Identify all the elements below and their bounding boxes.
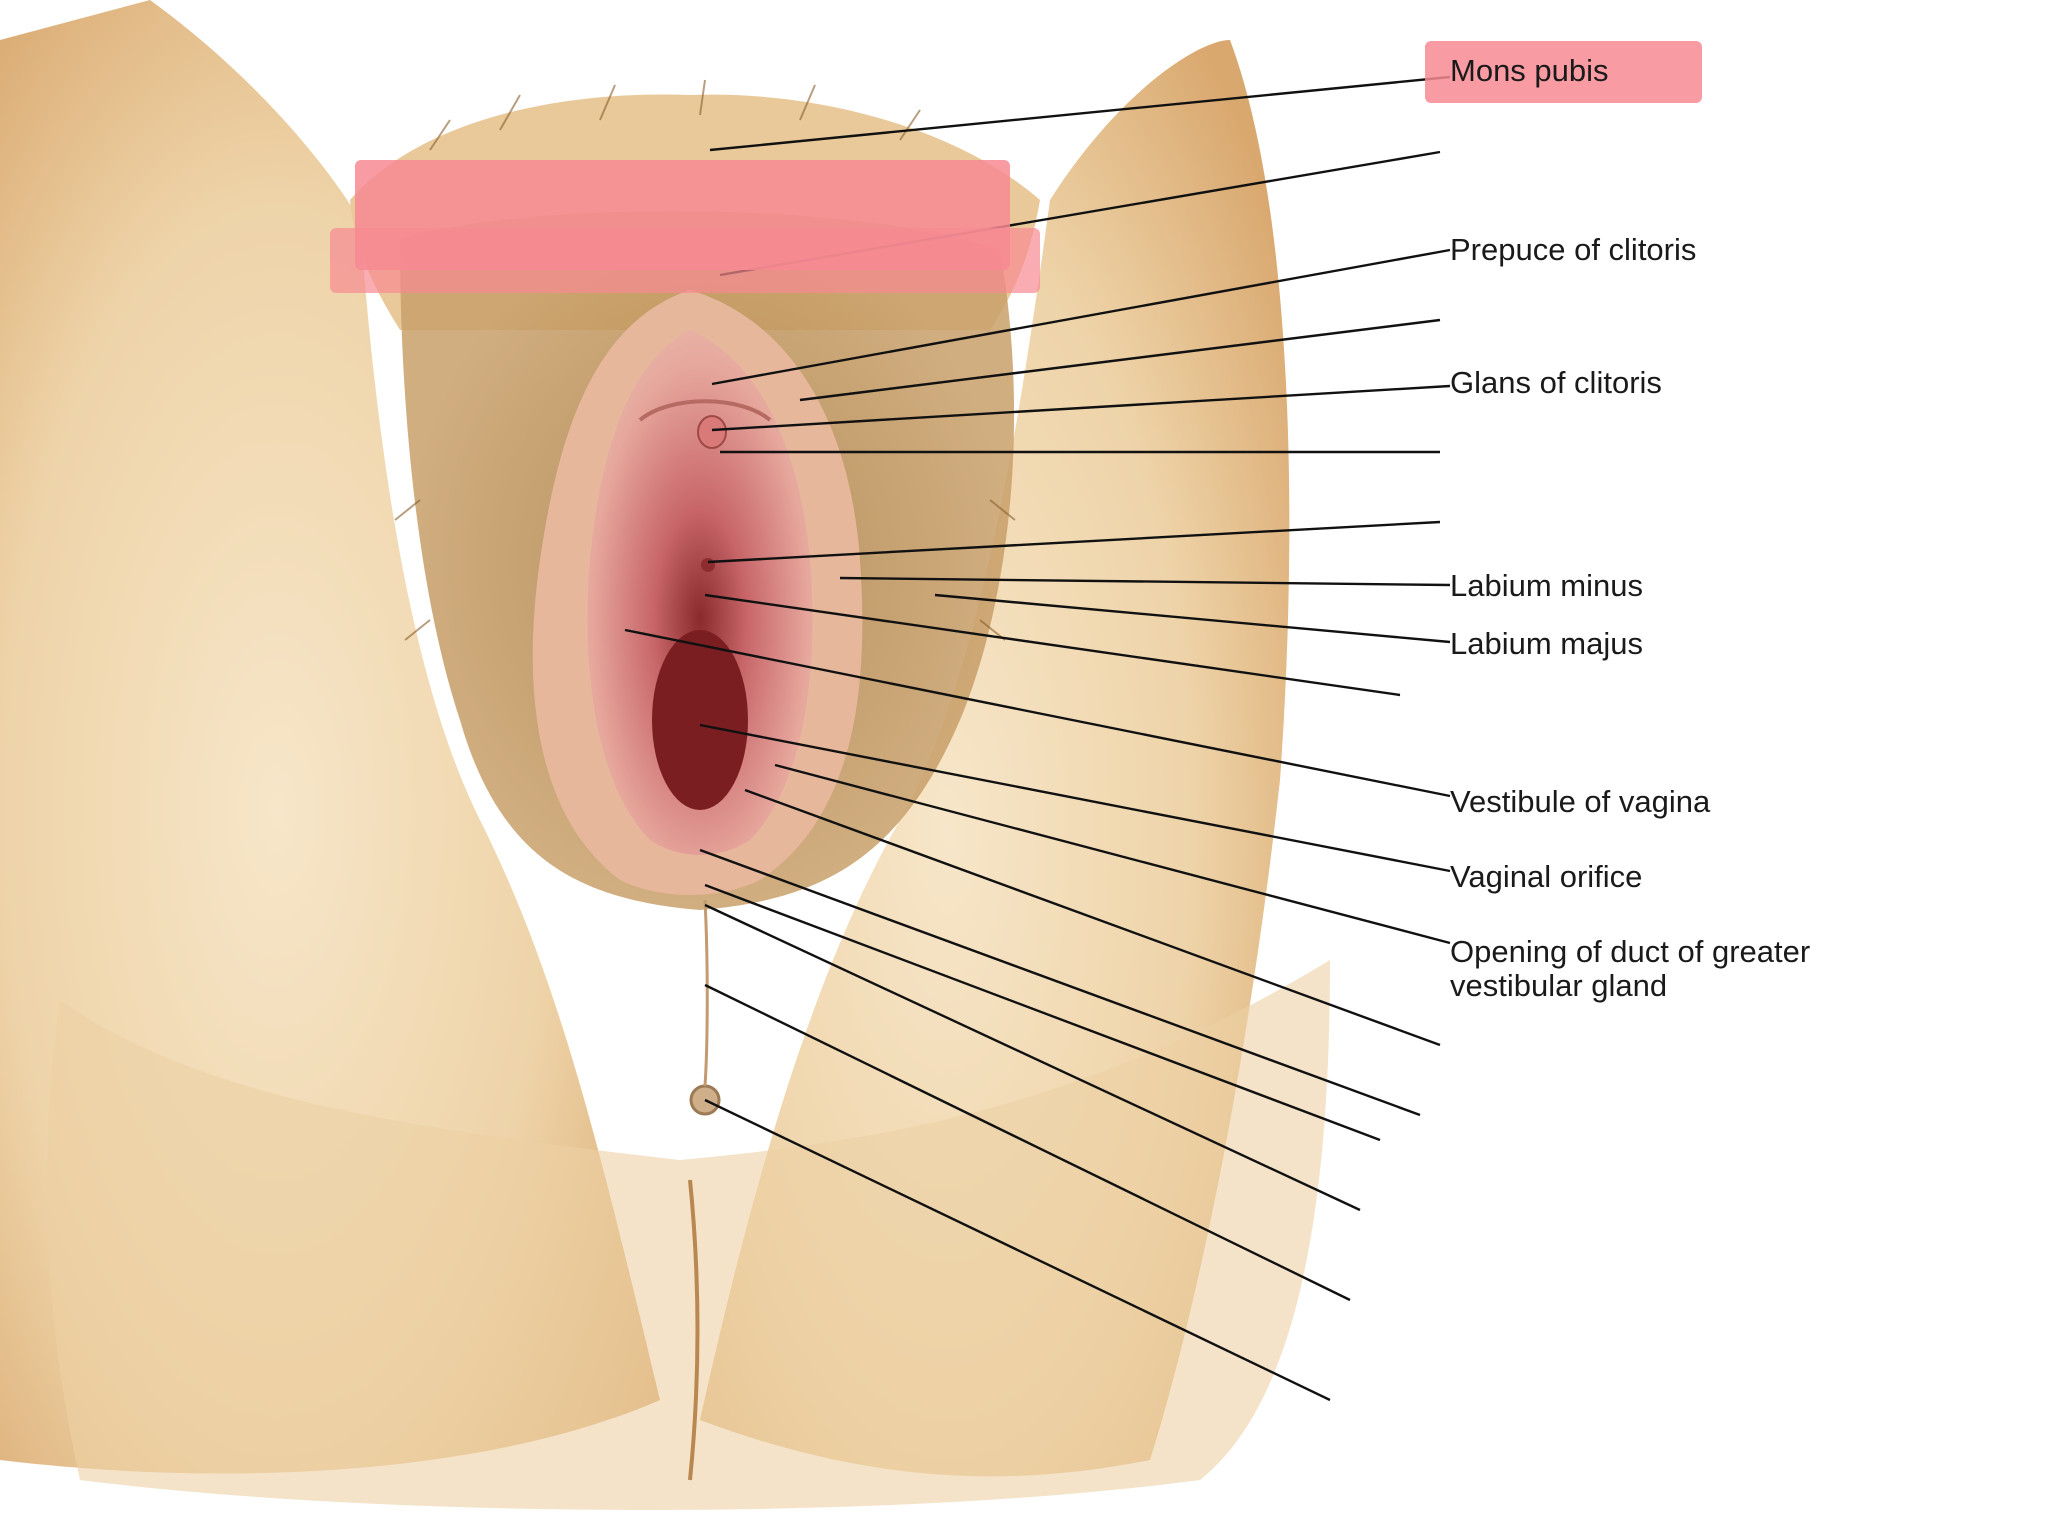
mons-label-highlight: [1425, 41, 1702, 103]
buttocks: [46, 960, 1330, 1510]
mons-highlight-band-lower: [330, 228, 1040, 293]
label-vestibule-of-vagina: Vestibule of vagina: [1450, 784, 1711, 819]
label-labium-majus: Labium majus: [1450, 626, 1643, 661]
label-labium-minus: Labium minus: [1450, 568, 1643, 603]
label-mons-pubis: Mons pubis: [1450, 53, 1609, 88]
vestibule-shape: [587, 330, 813, 855]
label-vaginal-orifice: Vaginal orifice: [1450, 859, 1643, 894]
label-opening-of-duct: Opening of duct of greater vestibular gl…: [1450, 934, 1811, 1003]
label-glans-of-clitoris: Glans of clitoris: [1450, 365, 1662, 400]
label-prepuce-of-clitoris: Prepuce of clitoris: [1450, 232, 1697, 267]
leader-lines: [624, 75, 1451, 1402]
vaginal-orifice-shape: [652, 630, 748, 810]
glans-shape: [697, 415, 727, 449]
